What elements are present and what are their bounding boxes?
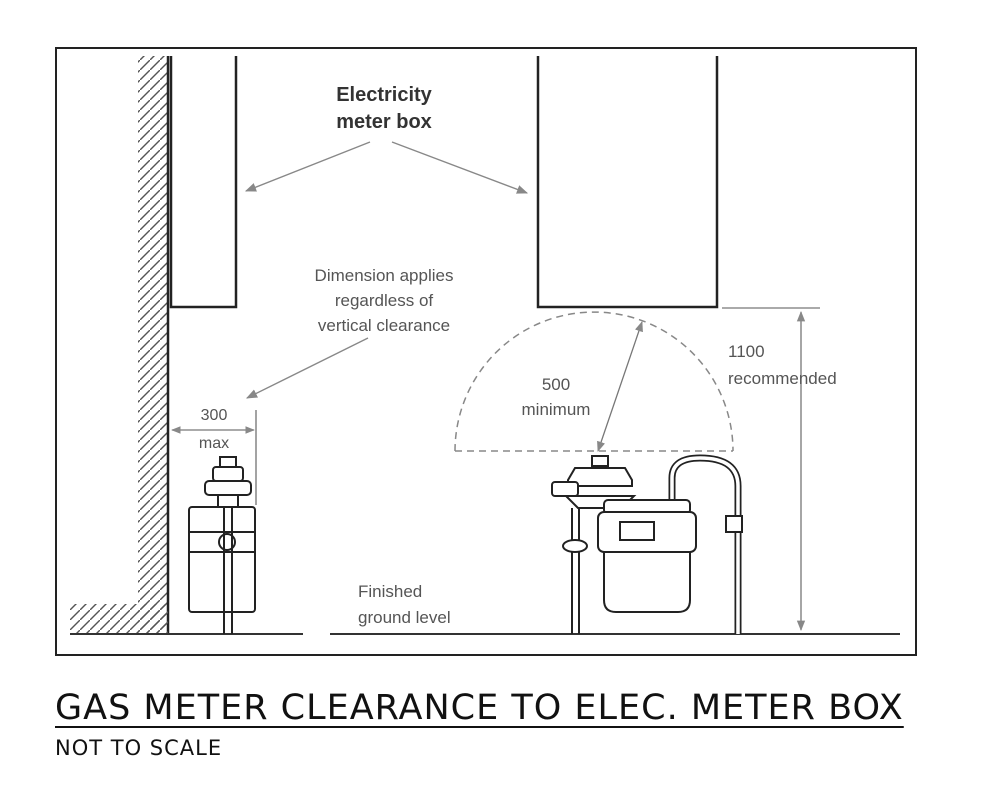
right-meter-box	[536, 56, 719, 309]
height-1100-unit: recommended	[728, 369, 837, 388]
wall	[70, 56, 170, 634]
dimension-note-line2: regardless of	[335, 291, 434, 310]
clearance-diagram: Electricity meter box Dimension applies …	[55, 47, 917, 656]
clearance-300-unit: max	[199, 435, 229, 452]
minimum-clearance-arrow	[597, 321, 643, 452]
dimension-note-line3: vertical clearance	[318, 316, 450, 335]
meter-box-label-line2: meter box	[336, 111, 432, 133]
height-dimension	[722, 307, 820, 632]
caption-title: GAS METER CLEARANCE TO ELEC. METER BOX	[55, 688, 904, 728]
height-1100-value: 1100	[728, 342, 765, 361]
ground-level-line2: ground level	[358, 608, 451, 627]
left-gas-meter	[188, 456, 256, 634]
clearance-300-value: 300	[201, 407, 228, 424]
left-meter-box	[169, 56, 238, 309]
clearance-500-unit: minimum	[522, 400, 591, 419]
meter-box-pointer-left	[244, 141, 371, 192]
clearance-500-value: 500	[542, 375, 570, 394]
ground-level-line1: Finished	[358, 582, 422, 601]
dimension-note-pointer	[245, 337, 369, 399]
meter-box-pointer-right	[391, 141, 529, 194]
meter-box-label-line1: Electricity	[336, 84, 432, 106]
right-gas-meter	[551, 454, 743, 634]
minimum-clearance-arc	[454, 311, 734, 452]
caption-subtitle: NOT TO SCALE	[55, 736, 223, 760]
horizontal-clearance-dimension	[171, 410, 257, 505]
dimension-note-line1: Dimension applies	[315, 266, 454, 285]
diagram-frame	[55, 47, 917, 656]
